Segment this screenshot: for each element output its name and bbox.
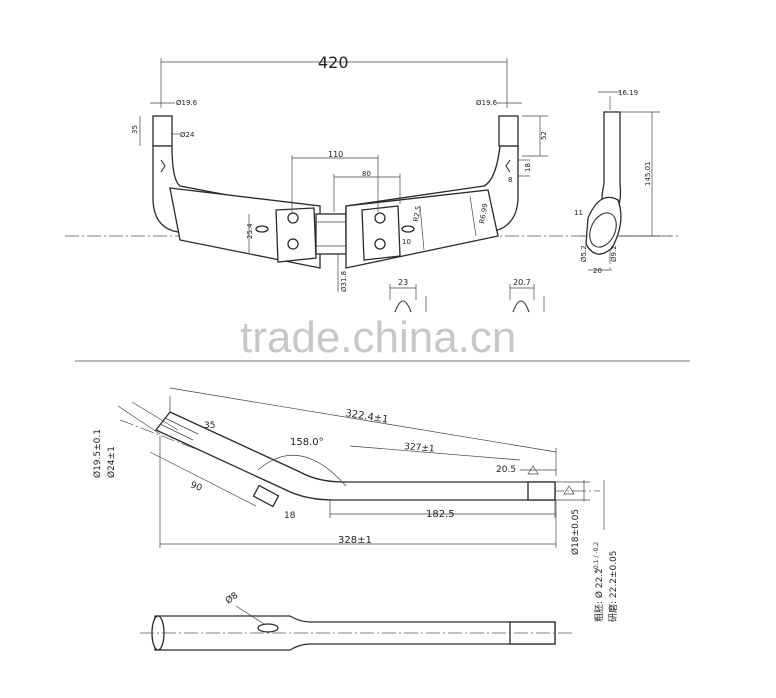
dim-bar-dia: Ø24 bbox=[180, 131, 195, 139]
dim-dia-5-2: Ø5.2 bbox=[580, 245, 588, 262]
tube-hole bbox=[252, 484, 280, 508]
slot-detail-right: 20.7 bbox=[509, 278, 545, 313]
dim-8-top: 8 bbox=[508, 176, 512, 184]
tube-body bbox=[154, 411, 556, 501]
dim-r2-5: R2.5 bbox=[412, 205, 423, 222]
left-clamp-plate bbox=[275, 207, 317, 263]
left-clamp-bolt-bottom bbox=[287, 238, 299, 250]
dim-90: 90 bbox=[189, 480, 203, 493]
dim-r6-99: R6.99 bbox=[478, 203, 489, 225]
dim-145-01: 145.01 bbox=[644, 162, 652, 187]
dim-dia-8: Ø8 bbox=[223, 590, 240, 607]
dim-35-bottom: 35 bbox=[204, 421, 215, 431]
left-grip-sleeve bbox=[152, 115, 173, 147]
dim-18-top: 18 bbox=[524, 163, 532, 172]
side-bar-profile bbox=[585, 196, 622, 255]
dim-dia-18: Ø18±0.05 bbox=[570, 509, 581, 555]
surface-symbol-1 bbox=[527, 465, 539, 475]
watermark-text: trade.china.cn bbox=[240, 313, 516, 362]
dim-16-19: 16.19 bbox=[618, 89, 638, 97]
center-clamp bbox=[315, 213, 347, 255]
dim-10: 10 bbox=[402, 238, 411, 246]
dim-grip-dia-left: Ø19.6 bbox=[176, 99, 198, 107]
dim-52: 52 bbox=[540, 131, 548, 140]
dim-328: 328±1 bbox=[338, 535, 372, 546]
dim-420: 420 bbox=[318, 53, 349, 72]
right-grip-sleeve bbox=[498, 115, 519, 147]
dim-327: 327±1 bbox=[404, 442, 435, 455]
straight-tube-view: Ø8 bbox=[140, 590, 575, 651]
note-rough-blank: 粗胚: Ø 22.2 bbox=[593, 568, 605, 622]
left-slot bbox=[255, 225, 269, 233]
right-clamp-bolt-top bbox=[374, 212, 386, 224]
tube-hole-8 bbox=[257, 623, 279, 633]
right-slot bbox=[401, 225, 415, 233]
right-clamp-plate bbox=[361, 205, 401, 261]
dim-80: 80 bbox=[362, 170, 371, 178]
side-view: 16.19 145.01 11 Ø5.2 Ø9.2 20 bbox=[574, 89, 672, 275]
dim-20-5: 20.5 bbox=[496, 465, 516, 475]
dim-35-top: 35 bbox=[131, 125, 139, 134]
surface-symbol-2 bbox=[563, 485, 575, 495]
dim-18-bottom: 18 bbox=[284, 511, 296, 521]
dim-20-side: 20 bbox=[593, 267, 602, 275]
note-grinding: 研磨: 22.2±0.05 bbox=[608, 550, 619, 622]
slot-detail-left: 23 bbox=[389, 278, 427, 313]
dim-grip-dia-right: Ø19.6 bbox=[476, 99, 498, 107]
top-view: 420 Ø19.6 Ø24 35 Ø19.6 bbox=[65, 53, 680, 313]
dim-11: 11 bbox=[574, 209, 583, 217]
tube-end-insert bbox=[527, 481, 556, 501]
dim-20-7: 20.7 bbox=[513, 278, 531, 287]
right-clamp-bolt-bottom bbox=[374, 238, 386, 250]
note-rough-tolerance: +0.1 / -0.2 bbox=[593, 542, 600, 574]
dim-23: 23 bbox=[398, 278, 408, 287]
dim-322-4: 322.4±1 bbox=[345, 408, 390, 426]
dim-182-5: 182.5 bbox=[426, 509, 455, 520]
left-clamp-bolt-top bbox=[287, 212, 299, 224]
dim-110: 110 bbox=[328, 150, 343, 159]
dim-dia-19-5: Ø19.5±0.1 bbox=[92, 429, 103, 478]
dim-angle-158: 158.0° bbox=[290, 437, 324, 448]
dim-dia-9-2: Ø9.2 bbox=[610, 245, 618, 262]
dim-dia-24: Ø24±1 bbox=[106, 446, 117, 478]
dim-25-4: 25.4 bbox=[246, 223, 254, 239]
tube-profile-view: 322.4±1 327±1 158.0° Ø19.5±0.1 Ø24±1 35 … bbox=[92, 387, 619, 622]
dim-center-dia: Ø31.8 bbox=[340, 271, 348, 292]
